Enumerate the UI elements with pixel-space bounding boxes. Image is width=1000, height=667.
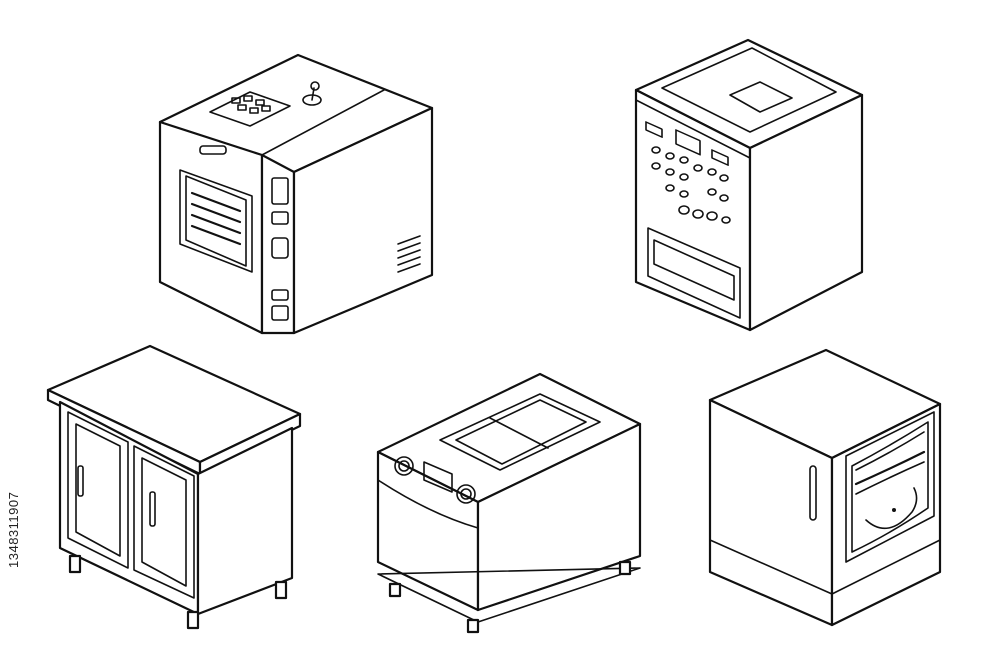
right-knob-icon [456,484,476,504]
door-handle-left-icon [77,465,84,497]
autoclave-sterilizer-icon [158,53,434,335]
drum-basket-icon [854,450,926,530]
left-knob-icon [394,456,414,476]
ultrasonic-washer-icon [376,372,642,634]
window-lines-icon [190,191,242,246]
door-handle-right-icon [149,491,156,527]
vent-lines-icon [397,235,421,273]
display-screen-icon [423,461,453,493]
button-grid-icon [651,146,731,224]
storage-cabinet-icon [46,344,302,630]
stock-id-text: 1348311907 [6,491,21,569]
handle-icon [809,465,817,521]
keypad-keys-icon [231,95,271,114]
drum-washer-icon [708,348,942,627]
dispensing-cabinet-icon [634,38,864,332]
